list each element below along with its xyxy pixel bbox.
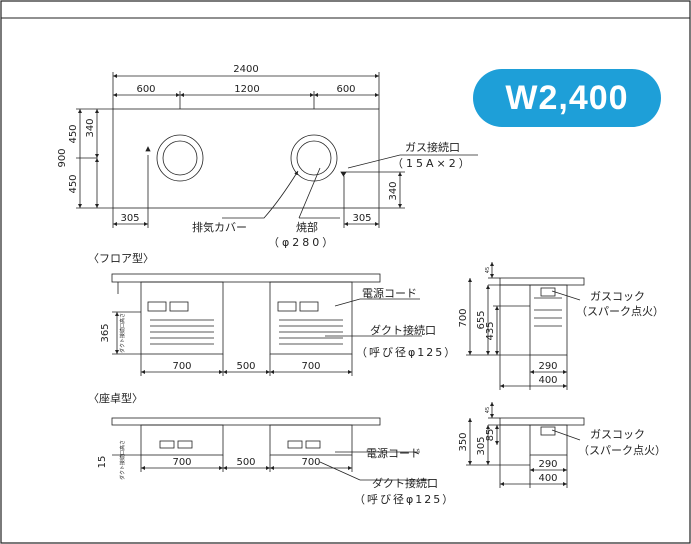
floor-height-label: 365: [100, 323, 111, 342]
right-burner-inner: [296, 140, 332, 176]
floor-duct-size: （呼び径φ125）: [356, 346, 457, 359]
exhaust-cover-label: 排気カバー: [192, 220, 247, 234]
dim-left-edge: 305: [120, 213, 139, 224]
floor-side-w1: 290: [538, 361, 557, 372]
width-badge: W2,400: [473, 69, 661, 127]
left-gas-mark: [145, 146, 151, 152]
dim-gas-offset: 340: [388, 181, 399, 200]
floor-duct-label: ダクト接続口: [370, 323, 436, 337]
dim-half-bottom: 450: [68, 174, 79, 193]
left-burner-inner: [162, 140, 198, 176]
gas-connection-size: （15A×2）: [392, 157, 473, 170]
dim-right-edge: 305: [352, 213, 371, 224]
dim-depth: 900: [57, 148, 68, 167]
table-side-total: 350: [458, 432, 469, 451]
dim-mid-seg: 1200: [234, 84, 259, 95]
floor-side-w2: 400: [538, 375, 557, 386]
table-gas-cock-label: ガスコック: [590, 428, 645, 441]
table-w1: 700: [172, 457, 191, 468]
table-type-title: 〈座卓型〉: [88, 391, 143, 405]
floor-side-low: 435: [485, 321, 496, 340]
floor-left-unit: [140, 281, 224, 355]
table-side-mid: 305: [476, 436, 487, 455]
floor-side-top: 45: [485, 267, 491, 273]
table-power-cord-label: 電源コード: [366, 446, 421, 460]
table-duct-size: （呼び径φ125）: [354, 493, 455, 506]
table-height-label: 15: [97, 456, 108, 469]
floor-side-mid: 655: [476, 310, 487, 329]
dim-half-top: 450: [68, 124, 79, 143]
floor-type-title: 〈フロア型〉: [88, 251, 154, 265]
counter-top-outline: [112, 108, 380, 209]
table-right-unit: [269, 424, 353, 456]
floor-w1: 700: [172, 361, 191, 372]
floor-side-body: [529, 284, 568, 356]
table-side-w2: 400: [538, 473, 557, 484]
floor-duct-note: ダクト接続口高さ: [119, 313, 126, 353]
floor-labels: 365 ダクト接続口高さ 電源コード ダクト接続口 （呼び径φ125） 700 …: [100, 267, 664, 386]
table-side-top: 45: [485, 407, 491, 413]
floor-gas-cock-note: （スパーク点火）: [576, 305, 664, 318]
dim-right-seg: 600: [336, 84, 355, 95]
dim-total-width: 2400: [233, 64, 258, 75]
floor-front-view: [111, 273, 422, 376]
table-left-unit: [140, 424, 224, 456]
floor-side-view: [466, 262, 585, 390]
table-front-view: [111, 417, 430, 481]
gas-connection-label: ガス接続口: [405, 140, 460, 154]
floor-top-slab: [111, 273, 381, 283]
floor-gas-cock-label: ガスコック: [590, 290, 645, 303]
burner-size: （φ280）: [268, 236, 336, 249]
left-burner-outer: [156, 134, 204, 182]
table-top-slab: [111, 417, 381, 426]
table-side-view: [466, 402, 585, 488]
table-side-low: 85: [485, 429, 496, 442]
table-duct-note: ダクト接続口高さ: [119, 440, 126, 480]
right-burner-outer: [290, 134, 338, 182]
floor-right-unit: [269, 281, 353, 355]
table-gas-cock-note: （スパーク点火）: [578, 444, 666, 457]
floor-side-slab: [499, 277, 585, 286]
floor-power-cord-label: 電源コード: [362, 286, 417, 300]
table-side-body: [529, 424, 568, 456]
plan-view: [76, 72, 478, 228]
table-side-slab: [499, 417, 585, 426]
table-labels: 15 ダクト接続口高さ 電源コード ダクト接続口 （呼び径φ125） 700 5…: [97, 407, 666, 506]
table-side-w1: 290: [538, 459, 557, 470]
dim-burner-offset: 340: [85, 118, 96, 137]
floor-w3: 700: [301, 361, 320, 372]
right-gas-mark: [340, 171, 347, 177]
dim-left-seg: 600: [136, 84, 155, 95]
table-w3: 700: [301, 457, 320, 468]
burner-label: 焼部: [296, 220, 318, 234]
floor-side-total: 700: [458, 308, 469, 327]
table-duct-label: ダクト接続口: [372, 476, 438, 490]
floor-w2: 500: [236, 361, 255, 372]
plan-labels: 2400 600 1200 600 900 450 450 340 340 30…: [57, 64, 473, 249]
table-w2: 500: [236, 457, 255, 468]
